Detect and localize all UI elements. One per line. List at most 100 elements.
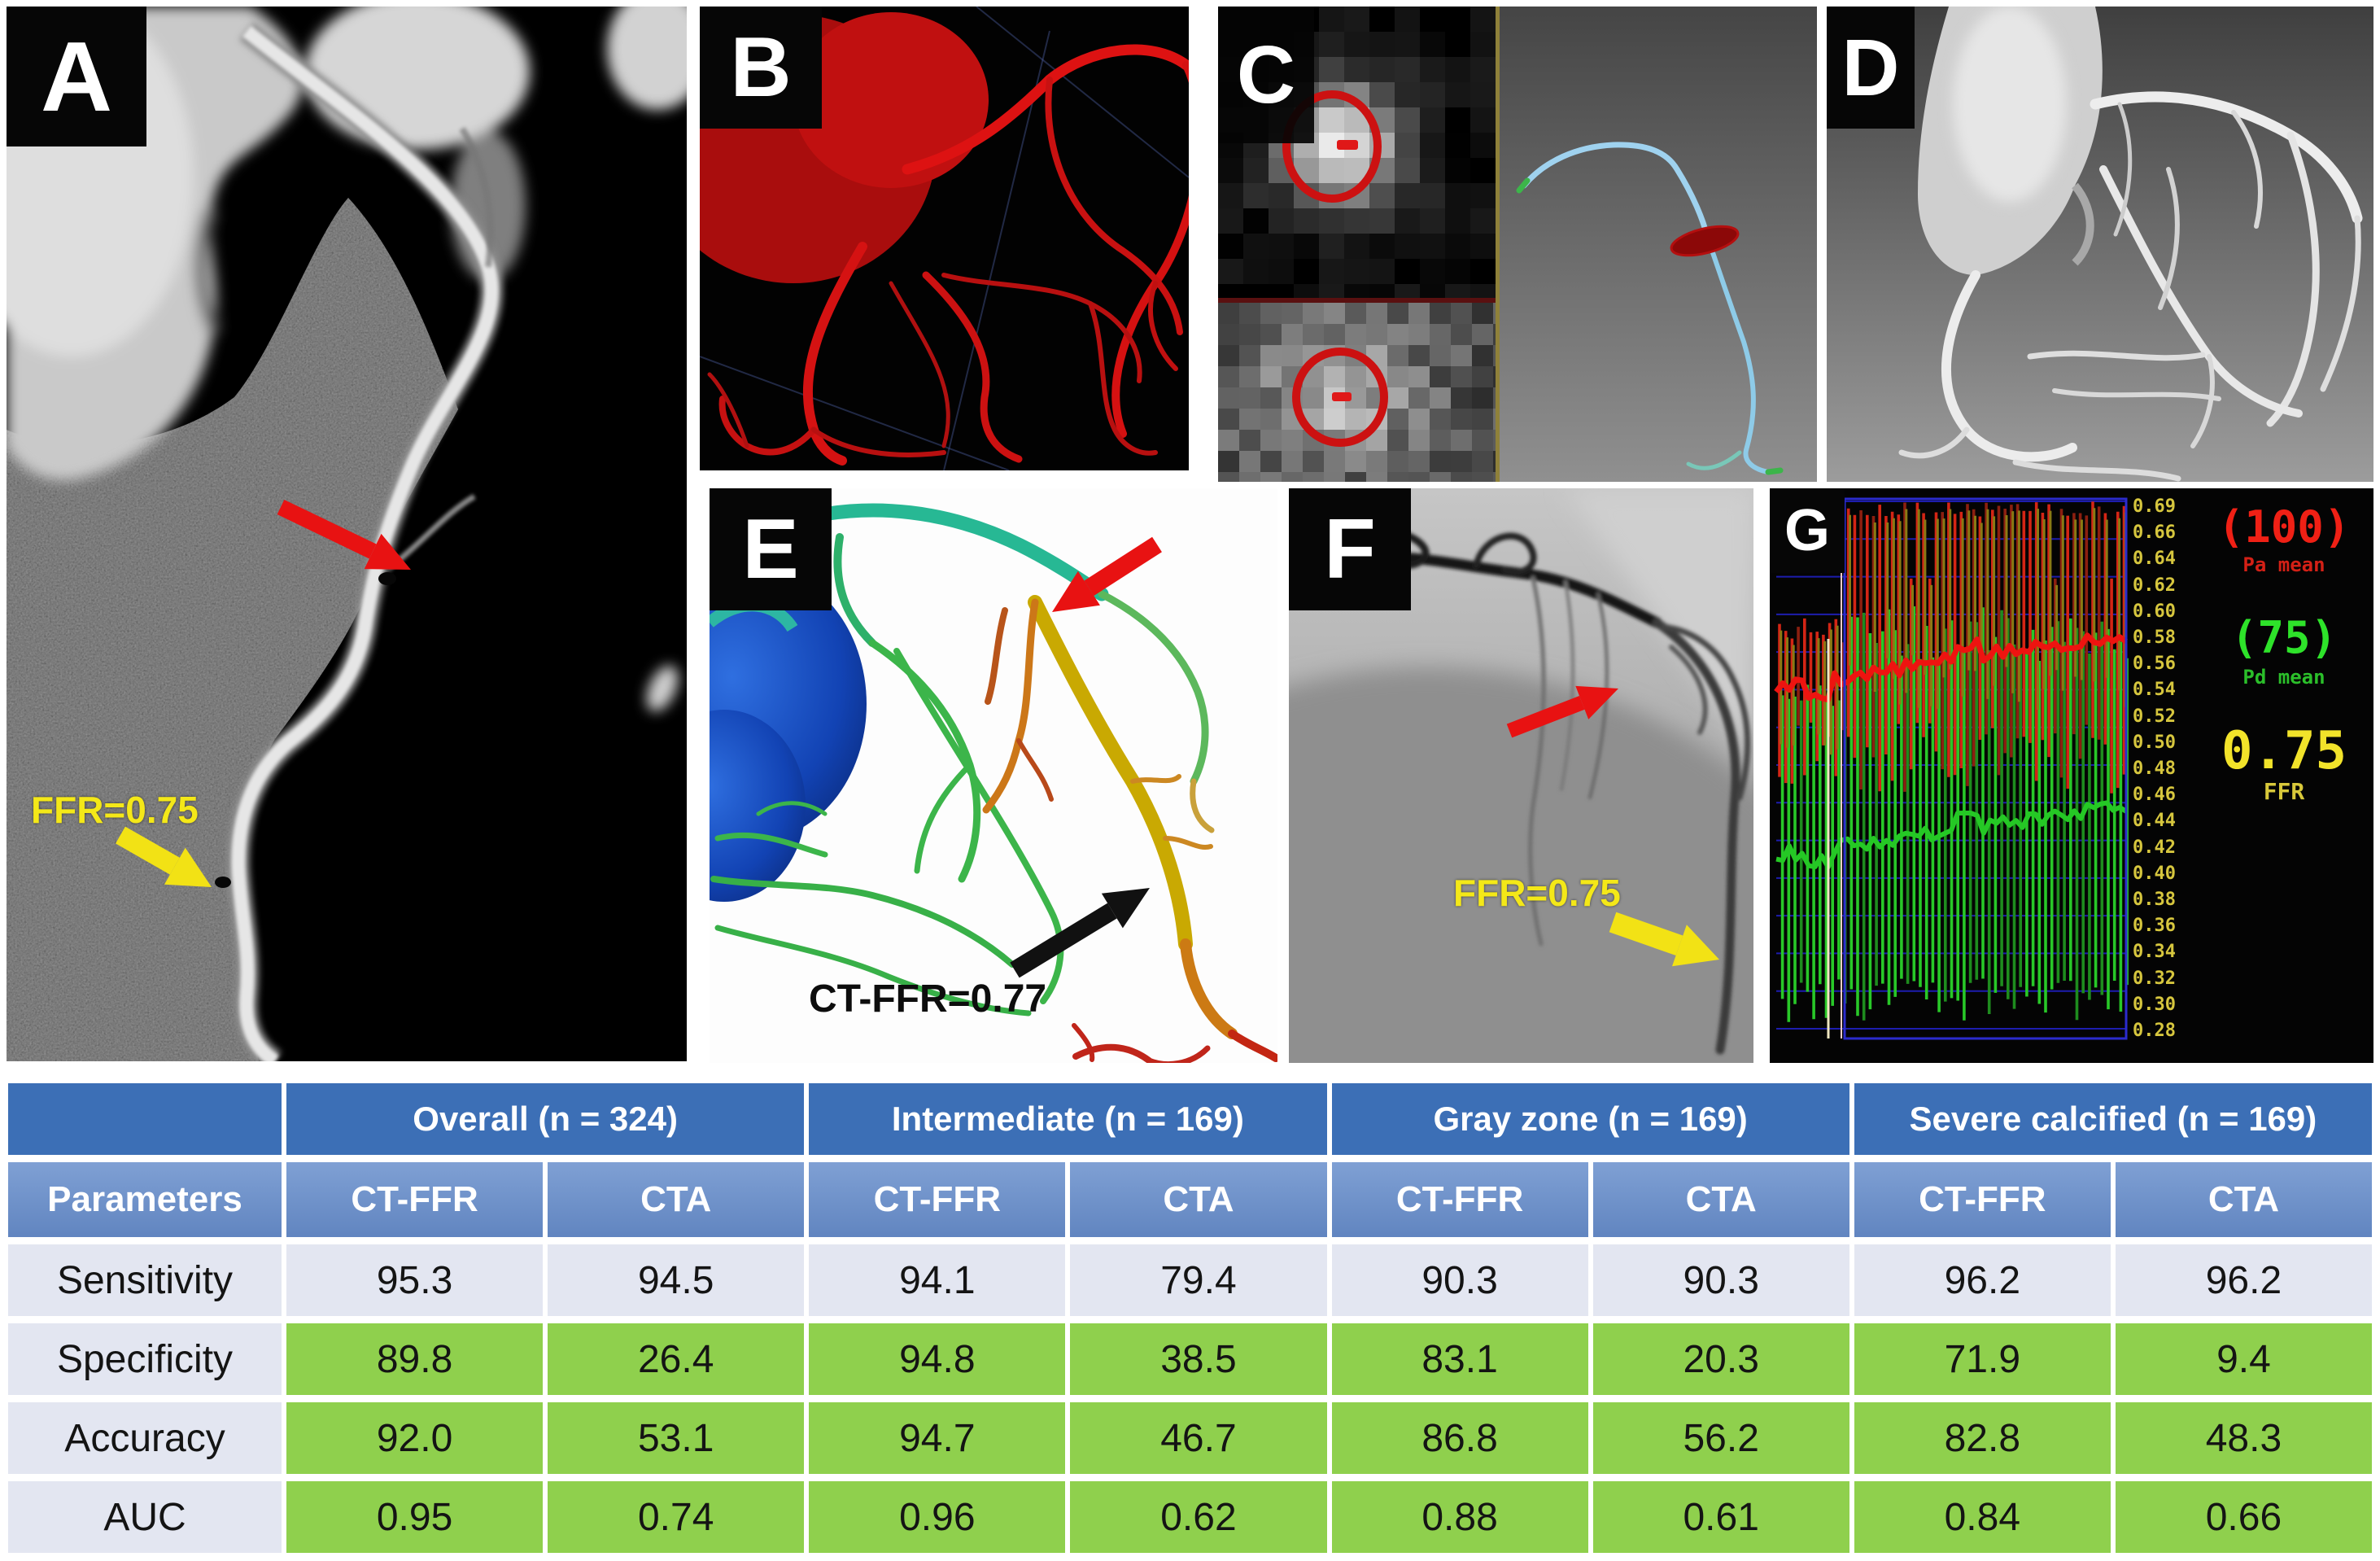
value-cell: 92.0	[286, 1402, 544, 1474]
panel-f-letter: F	[1324, 501, 1376, 597]
value-cell: 71.9	[1854, 1323, 2111, 1395]
pd-mean-line	[1775, 800, 2128, 870]
lumen-contour-circle	[1282, 90, 1382, 203]
ffr-value: 0.75	[2221, 721, 2347, 781]
panel-a-ct-curved-mpr: A FFR=0.75	[7, 7, 687, 1061]
value-cell: 0.74	[548, 1481, 805, 1553]
value-cell: 46.7	[1070, 1402, 1327, 1474]
vessel-centerline	[1516, 142, 1784, 475]
panel-c-letter: C	[1236, 28, 1296, 120]
lumen-marker	[1332, 392, 1352, 401]
y-axis-tick-label: 0.28	[2133, 1021, 2176, 1041]
value-cell: 82.8	[1854, 1402, 2111, 1474]
panel-g-letter: G	[1784, 498, 1830, 563]
parameter-name: AUC	[8, 1481, 282, 1553]
centerline-image	[1516, 142, 1784, 475]
grid-lines	[700, 7, 1189, 470]
value-cell: 0.66	[2115, 1481, 2372, 1553]
value-cell: 79.4	[1070, 1244, 1327, 1316]
panel-c-cross-sections-centerline: C	[1218, 7, 1817, 482]
panel-e-image	[710, 503, 1277, 1063]
panel-b-label: B	[700, 7, 822, 129]
modality-header-4: CTA	[1070, 1162, 1327, 1237]
y-axis-tick-label: 0.30	[2133, 994, 2176, 1015]
lumen-contour-circle	[1292, 348, 1388, 447]
panel-b-red-3d-tree: B	[700, 7, 1189, 470]
value-cell: 9.4	[2115, 1323, 2372, 1395]
value-cell: 96.2	[1854, 1244, 2111, 1316]
value-cell: 89.8	[286, 1323, 544, 1395]
panel-d-image	[1898, 7, 2363, 482]
corner-cell	[8, 1083, 282, 1155]
stenosis-notch-2	[215, 877, 231, 888]
parameter-name: Sensitivity	[8, 1244, 282, 1316]
y-axis-tick-label: 0.54	[2133, 680, 2176, 701]
modality-header-7: CT-FFR	[1854, 1162, 2111, 1237]
group-header-row: Overall (n = 324)Intermediate (n = 169)G…	[8, 1083, 2372, 1155]
value-cell: 94.1	[809, 1244, 1066, 1316]
stenosis-notch-1	[378, 572, 396, 585]
aortic-root-blob	[710, 567, 867, 902]
panel-a-label: A	[7, 7, 146, 146]
panel-d-label: D	[1827, 7, 1915, 129]
y-axis-tick-label: 0.66	[2133, 523, 2176, 544]
value-cell: 0.61	[1592, 1481, 1849, 1553]
y-axis-tick-label: 0.52	[2133, 706, 2176, 727]
yellow-arrow	[1609, 912, 1719, 967]
coronary-vessel	[215, 22, 504, 1061]
y-axis-tick-label: 0.62	[2133, 575, 2176, 596]
value-cell: 20.3	[1592, 1323, 1849, 1395]
lesion-plane-marker	[1670, 225, 1740, 257]
y-axis-tick-label: 0.69	[2133, 496, 2176, 517]
pa-mean-label: Pa mean	[2242, 553, 2325, 576]
value-cell: 95.3	[286, 1244, 544, 1316]
pd-value: (75)	[2230, 612, 2338, 663]
value-cell: 83.1	[1331, 1323, 1588, 1395]
pa-mean-line	[1774, 632, 2128, 703]
ctffr-vessel-tree	[710, 503, 1277, 1063]
value-cell: 0.95	[286, 1481, 544, 1553]
lumen-marker	[1337, 140, 1358, 150]
plot-border	[1843, 497, 2128, 1040]
group-header-4: Severe calcified (n = 169)	[1854, 1083, 2372, 1155]
y-axis-tick-label: 0.46	[2133, 785, 2176, 806]
parameters-header: Parameters	[8, 1162, 282, 1237]
group-header-3: Gray zone (n = 169)	[1331, 1083, 1849, 1155]
value-cell: 94.7	[809, 1402, 1066, 1474]
pressure-spikes	[1778, 501, 2129, 1022]
value-cell: 94.8	[809, 1323, 1066, 1395]
cross-section-bottom-image	[1218, 303, 1496, 482]
pa-value: (100)	[2217, 501, 2351, 553]
y-axis-tick-label: 0.40	[2133, 863, 2176, 884]
modality-header-5: CT-FFR	[1331, 1162, 1588, 1237]
y-axis-tick-label: 0.38	[2133, 890, 2176, 910]
parameter-name: Accuracy	[8, 1402, 282, 1474]
y-axis-tick-label: 0.34	[2133, 942, 2176, 963]
panel-e-letter: E	[742, 501, 799, 597]
value-cell: 90.3	[1331, 1244, 1588, 1316]
value-cell: 86.8	[1331, 1402, 1588, 1474]
value-cell: 53.1	[548, 1402, 805, 1474]
panel-a-letter: A	[40, 21, 113, 132]
diagnostic-performance-table: Overall (n = 324)Intermediate (n = 169)G…	[3, 1076, 2377, 1560]
value-cell: 94.5	[548, 1244, 805, 1316]
y-axis-tick-label: 0.56	[2133, 654, 2176, 675]
white-coronary-tree	[1898, 91, 2363, 482]
y-axis-tick-label: 0.50	[2133, 732, 2176, 753]
modality-header-2: CTA	[548, 1162, 805, 1237]
group-header-1: Overall (n = 324)	[286, 1083, 805, 1155]
y-axis-tick-label: 0.58	[2133, 627, 2176, 648]
group-header-2: Intermediate (n = 169)	[809, 1083, 1327, 1155]
value-cell: 26.4	[548, 1323, 805, 1395]
y-axis-tick-label: 0.32	[2133, 968, 2176, 989]
cross-section-top	[1218, 7, 1496, 298]
panel-a-image	[7, 7, 687, 1061]
modality-header-3: CT-FFR	[809, 1162, 1066, 1237]
modality-header-8: CTA	[2115, 1162, 2372, 1237]
divider-vertical	[1496, 7, 1500, 482]
